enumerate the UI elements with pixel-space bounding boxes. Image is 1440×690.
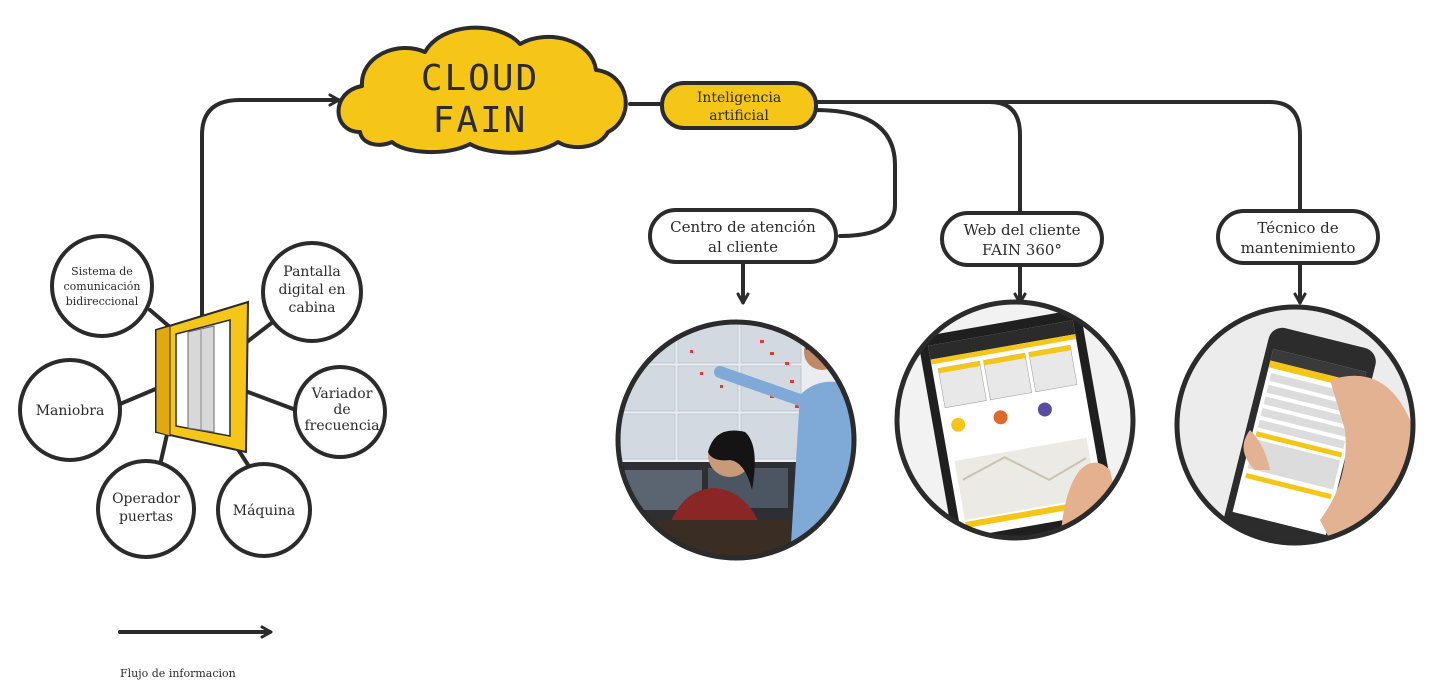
component-label-line2: comunicación: [63, 280, 140, 293]
component-label-line1: Máquina: [233, 503, 296, 519]
ai-label-line2: artificial: [709, 108, 769, 124]
component-label-line2: digital en: [278, 282, 345, 298]
ai-to-technician-line: [988, 100, 1302, 215]
cloud-title-line1: CLOUD: [421, 58, 539, 99]
component-operador: Operador puertas: [96, 459, 196, 559]
component-label-line3: frecuencia: [305, 418, 380, 434]
cloud-shape: [336, 25, 628, 155]
output-label-line1: Centro de atención: [670, 218, 816, 236]
component-label-line1: Sistema de: [71, 265, 133, 278]
control-room-photo: [615, 319, 857, 561]
component-variador: Variador de frecuencia: [293, 365, 387, 459]
elevator-cabin-icon: [155, 300, 250, 454]
component-label-line1: Pantalla: [283, 264, 340, 280]
component-label-line2: puertas: [119, 509, 173, 525]
ai-to-customer-line: [813, 108, 897, 238]
component-label-line3: bidireccional: [66, 295, 139, 308]
ai-label-line1: Inteligencia: [697, 90, 781, 106]
ai-to-web-line: [813, 100, 1022, 217]
smartphone-photo: [1174, 304, 1416, 546]
connectors: [118, 93, 1307, 639]
tablet-photo: [894, 299, 1136, 541]
component-maniobra: Maniobra: [18, 358, 122, 462]
cloud-fain: CLOUD FAIN: [336, 25, 628, 155]
output-label-line1: Técnico de: [1257, 219, 1338, 237]
component-maquina: Máquina: [216, 462, 312, 558]
component-label-line3: cabina: [289, 300, 336, 316]
component-pantalla: Pantalla digital en cabina: [261, 241, 363, 343]
component-comunicacion: Sistema de comunicación bidireccional: [50, 234, 154, 338]
ai-node: Inteligencia artificial: [660, 81, 818, 130]
component-label-line1: Maniobra: [36, 403, 105, 419]
output-centro-atencion: Centro de atención al cliente: [648, 208, 838, 264]
output-label-line2: mantenimiento: [1241, 239, 1356, 257]
legend-label: Flujo de informacion: [120, 667, 236, 680]
spoke-operador: [158, 428, 170, 467]
output-label-line1: Web del cliente: [964, 221, 1081, 239]
component-label-line1: Variador: [311, 386, 373, 402]
cloud-title-line2: FAIN: [433, 100, 528, 141]
output-label-line2: al cliente: [708, 238, 778, 256]
elevator-to-cloud-arrow: [200, 93, 341, 322]
spoke-variador: [246, 390, 298, 412]
spoke-maniobra: [118, 386, 160, 406]
component-label-line2: de: [333, 402, 350, 418]
output-label-line2: FAIN 360°: [982, 241, 1062, 259]
output-web-cliente: Web del cliente FAIN 360°: [940, 211, 1104, 267]
component-label-line1: Operador: [112, 491, 180, 507]
output-tecnico: Técnico de mantenimiento: [1216, 209, 1380, 265]
